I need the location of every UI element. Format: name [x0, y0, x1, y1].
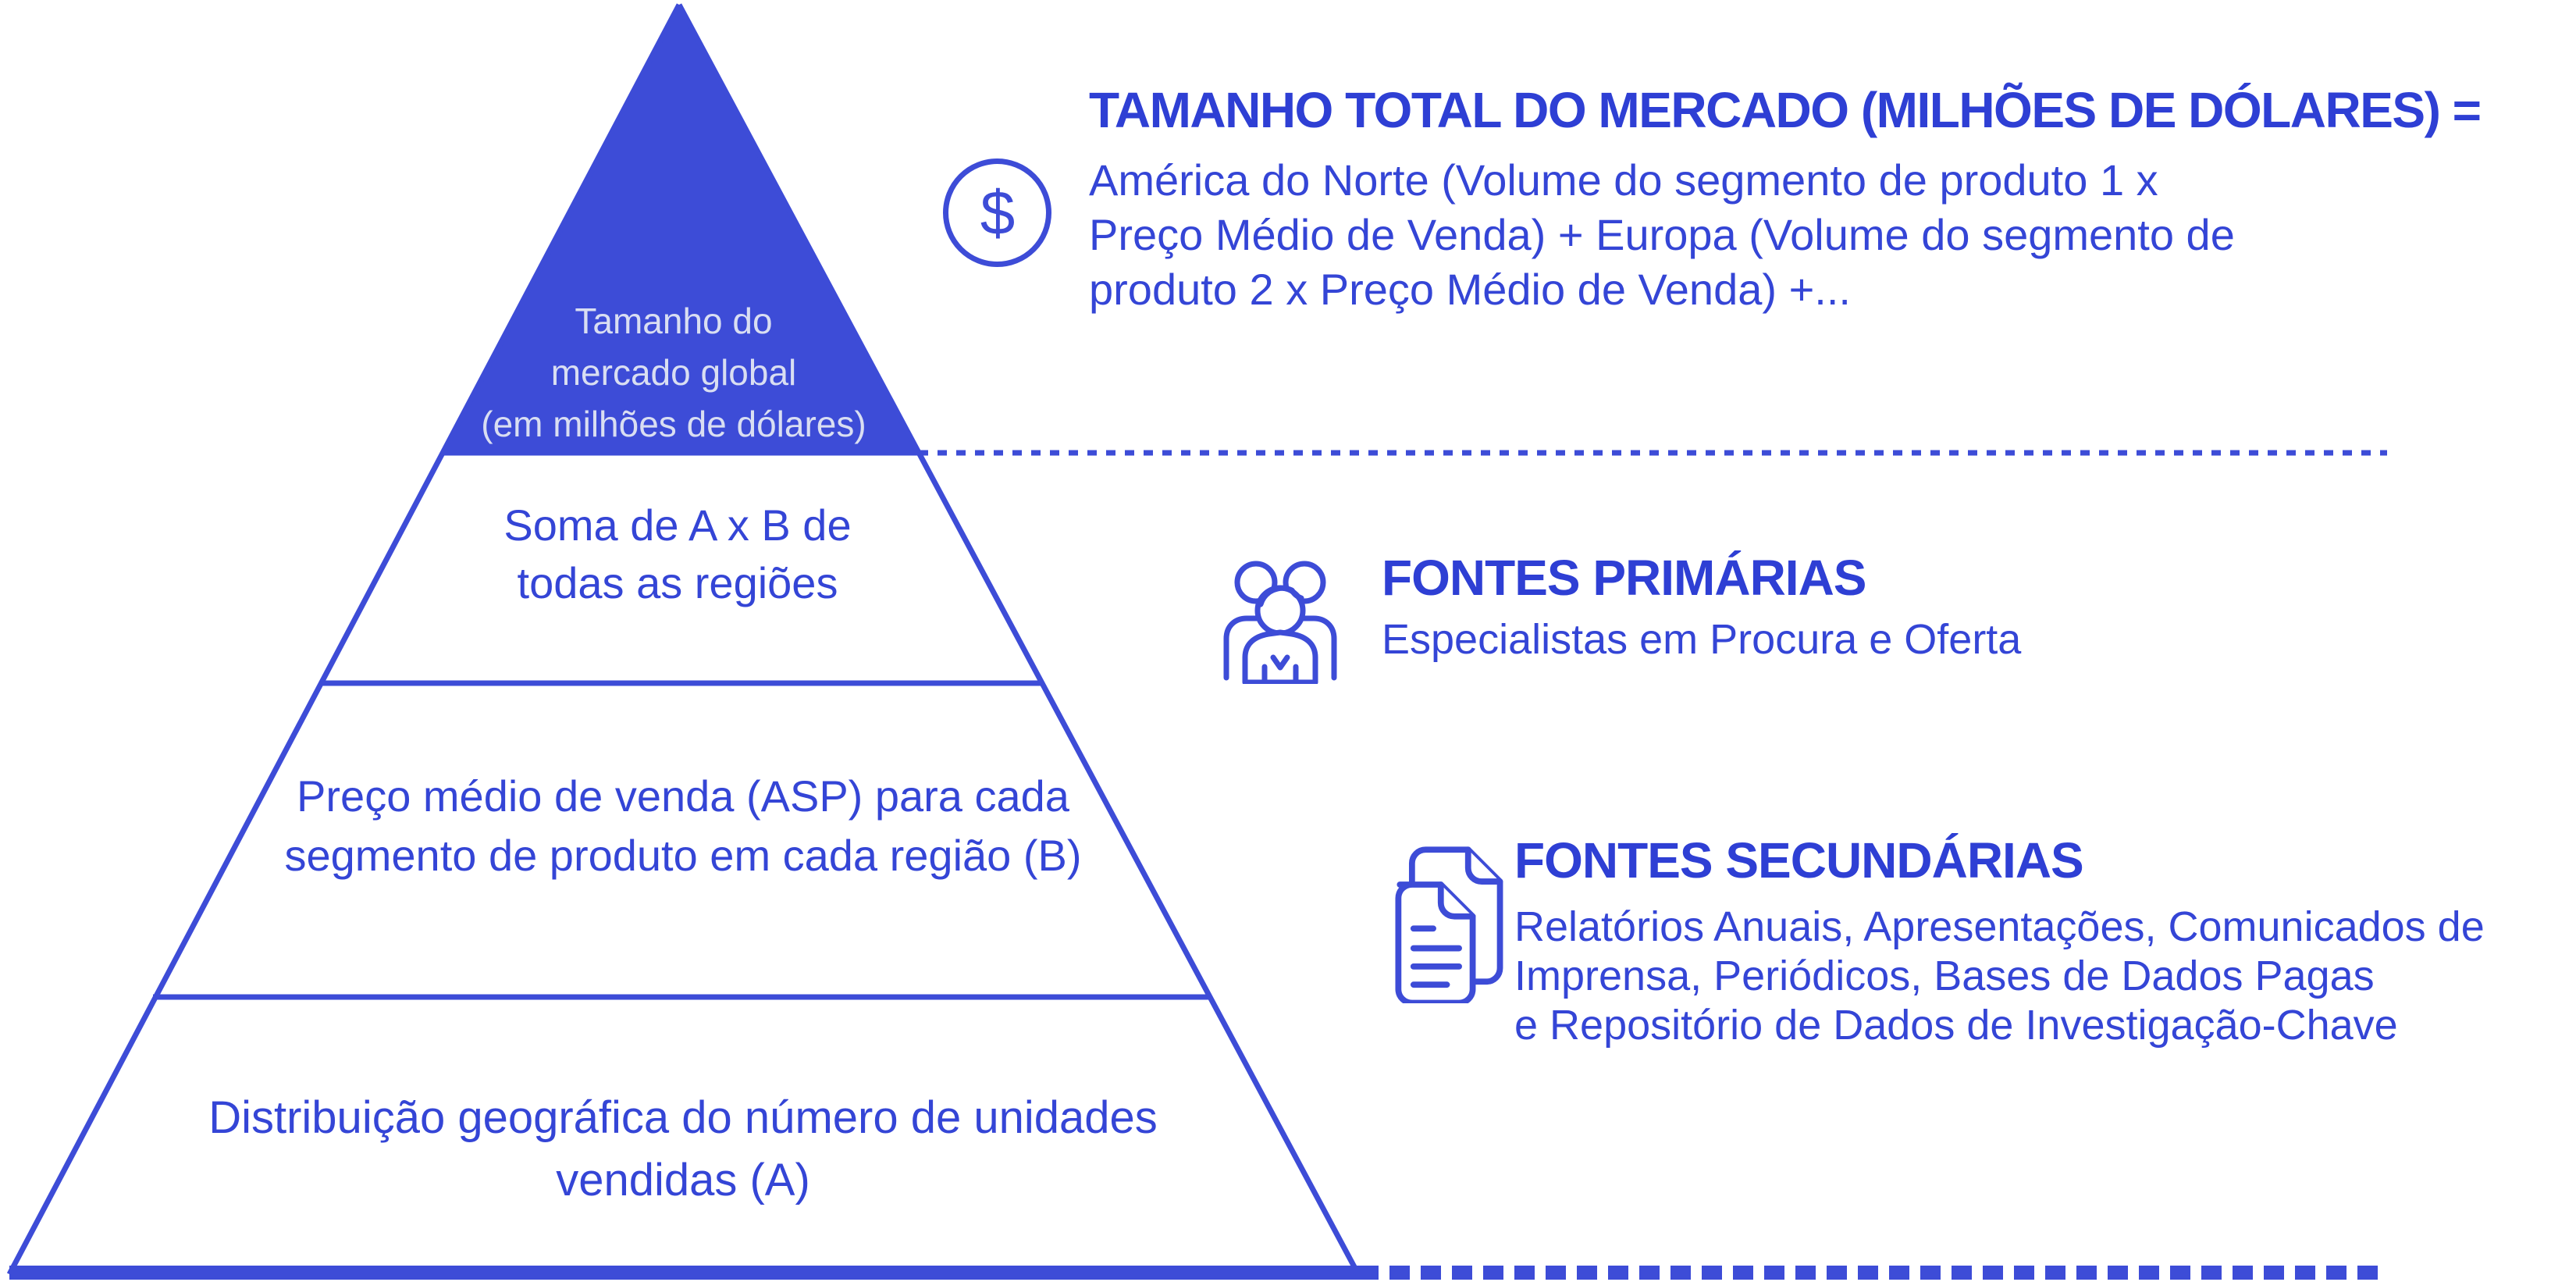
pyramid-level-3-label: Preço médio de venda (ASP) para cada seg…: [284, 771, 1082, 880]
svg-text:$: $: [980, 178, 1016, 247]
pyramid-left-edge: [6, 3, 682, 1276]
pyramid-right-edge: [676, 3, 1361, 1276]
secondary-sources-text: Relatórios Anuais, Apresentações, Comuni…: [1514, 903, 2485, 1049]
pyramid-level-1-label: Tamanho do mercado global (em milhões de…: [481, 301, 866, 444]
formula-text: América do Norte (Volume do segmento de …: [1089, 155, 2235, 314]
pyramid-apex-shape: [441, 5, 919, 453]
primary-sources-title: FONTES PRIMÁRIAS: [1382, 550, 1866, 606]
pyramid-level-4-label: Distribuição geográfica do número de uni…: [208, 1092, 1158, 1205]
formula-title: TAMANHO TOTAL DO MERCADO (MILHÕES DE DÓL…: [1089, 82, 2482, 138]
pyramid-level-2-label: Soma de A x B de todas as regiões: [503, 500, 852, 607]
secondary-sources-title: FONTES SECUNDÁRIAS: [1514, 832, 2084, 888]
documents-icon: [1382, 843, 1514, 1003]
dollar-icon: $: [941, 156, 1054, 269]
primary-sources-text: Especialistas em Procura e Oferta: [1382, 616, 2022, 663]
people-icon: [1222, 551, 1339, 684]
